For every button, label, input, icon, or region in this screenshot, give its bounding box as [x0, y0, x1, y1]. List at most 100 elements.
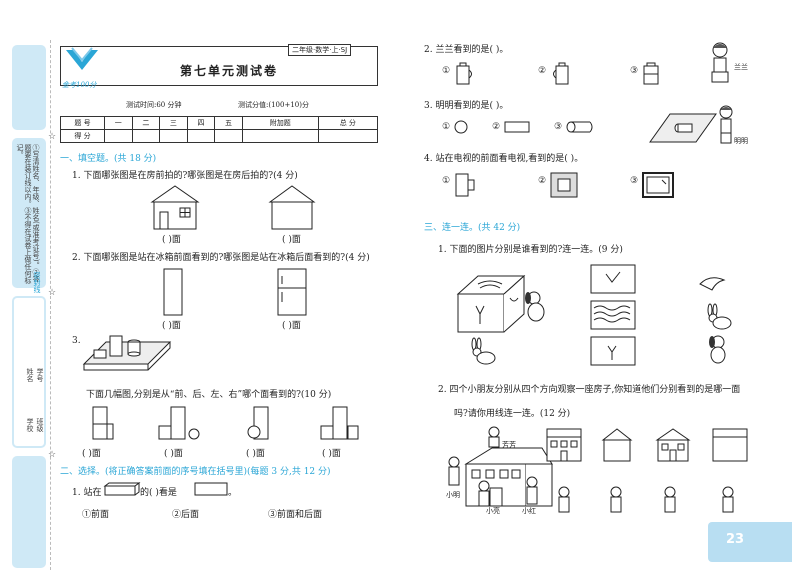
table-cell: 一	[104, 116, 133, 130]
option[interactable]: ②	[538, 66, 547, 76]
child-figure	[664, 486, 676, 513]
option[interactable]: ③	[630, 66, 639, 76]
view-figure-2	[158, 406, 200, 440]
child-figure	[448, 456, 460, 486]
child-name: 小亮	[486, 507, 500, 515]
answer-blank[interactable]: ( )面	[322, 449, 341, 459]
option[interactable]: ①	[442, 122, 451, 132]
header-box	[60, 46, 378, 86]
answer-blank[interactable]: ( )面	[164, 449, 183, 459]
page-number-tab: 23	[708, 522, 792, 562]
score-input[interactable]	[131, 129, 161, 143]
table-cell: 四	[186, 116, 216, 130]
question-text: 3. 明明看到的是( )。	[424, 101, 509, 111]
score-input[interactable]	[186, 129, 216, 143]
answer-blank[interactable]: ( )面	[162, 321, 181, 331]
child-name: 小红	[522, 507, 536, 515]
question-text: 2. 兰兰看到的是( )。	[424, 45, 509, 55]
fridge-back-figure	[163, 268, 183, 316]
rectangle-figure	[504, 121, 530, 133]
question-number: 3.	[72, 336, 81, 346]
child-figure	[558, 486, 570, 513]
girl-lanlan-figure	[711, 42, 729, 83]
binding-strip-top	[12, 45, 46, 130]
option[interactable]: ③	[554, 122, 563, 132]
view-flower-card	[590, 336, 636, 366]
tv-side-figure	[455, 173, 475, 197]
page-number: 23	[726, 532, 745, 547]
child-figure	[526, 476, 538, 505]
answer-blank[interactable]: ( )面	[162, 235, 181, 245]
option[interactable]: ②	[492, 122, 501, 132]
field-label: 姓名	[26, 368, 34, 382]
option[interactable]: ①前面	[82, 510, 110, 520]
score-input[interactable]	[214, 129, 243, 143]
test-score: 测试分值:(100+10)分	[238, 101, 309, 109]
answer-blank[interactable]: ( )面	[82, 449, 101, 459]
star-icon: ☆	[48, 132, 57, 142]
rect-answer-figure	[194, 482, 228, 496]
table-cell: 得 分	[60, 129, 105, 143]
cylinder-figure	[566, 121, 593, 133]
section-title: 一、填空题。(共 18 分)	[60, 154, 157, 164]
house-back-figure	[268, 185, 316, 230]
field-label: 学号	[36, 368, 44, 382]
table-cell: 三	[159, 116, 188, 130]
cup-figure	[553, 62, 569, 85]
score-input[interactable]	[104, 129, 133, 143]
house-view-d	[712, 428, 748, 462]
table-with-cylinder-figure	[649, 113, 717, 143]
view-figure-4	[320, 406, 359, 440]
house-view-c	[655, 428, 691, 462]
bird-icon	[699, 277, 726, 291]
test-time: 测试时间:60 分钟	[126, 101, 182, 109]
view-top-card	[590, 264, 636, 294]
child-name: 小明	[446, 491, 460, 499]
child-figure	[722, 486, 734, 513]
field-label: 班级	[36, 418, 44, 432]
option[interactable]: ①	[442, 176, 451, 186]
star-icon: ☆	[48, 288, 57, 298]
view-figure-3	[247, 406, 269, 440]
option[interactable]: ②	[538, 176, 547, 186]
cup-figure	[456, 62, 472, 85]
tv-back-figure	[550, 172, 578, 198]
question-text: 吗?请你用线连一连。(12 分)	[454, 409, 571, 419]
answer-blank[interactable]: ( )面	[282, 321, 301, 331]
circle-figure	[454, 120, 468, 134]
binding-strip-bottom	[12, 456, 46, 568]
table-cell: 二	[131, 116, 161, 130]
score-input[interactable]	[317, 129, 379, 143]
question-text: 下面几幅图,分别是从“前、后、左、右”哪个面看到的?(10 分)	[86, 390, 332, 400]
house-view-b	[601, 428, 633, 462]
seal-line	[50, 40, 51, 570]
dog-icon	[525, 291, 545, 322]
answer-blank[interactable]: ( )面	[282, 235, 301, 245]
cup-figure	[643, 62, 659, 85]
score-table: 题 号 一 二 三 四 五 附加题 总 分 得 分	[60, 116, 379, 143]
question-text: 1. 站在	[72, 488, 102, 498]
child-figure	[610, 486, 622, 513]
logo-icon	[66, 47, 98, 70]
score-input[interactable]	[241, 129, 319, 143]
option[interactable]: ①	[442, 66, 451, 76]
grade-tag: 二年级·数学·上·SJ	[288, 44, 352, 56]
name-label: 兰兰	[734, 63, 748, 71]
view-figure-1	[92, 406, 114, 440]
question-text: 4. 站在电视的前面看电视,看到的是( )。	[424, 154, 584, 164]
answer-blank[interactable]: ( )面	[246, 449, 265, 459]
name-label: 明明	[734, 137, 748, 145]
score-input[interactable]	[159, 129, 188, 143]
binding-fields-panel: 姓名 学号 学校 班级	[12, 296, 46, 448]
option[interactable]: ③前面和后面	[268, 510, 323, 520]
page-title: 第七单元测试卷	[180, 64, 279, 78]
option[interactable]: ②后面	[172, 510, 200, 520]
section-title: 三、连一连。(共 42 分)	[424, 223, 521, 233]
box-figure	[103, 482, 141, 496]
view-wave-card	[590, 300, 636, 330]
binding-notice: ①写清姓名、年级、姓名(或准考证号)。②答题要在装订线以内。③不得在试卷上做任何…	[16, 144, 40, 284]
table-cell: 五	[214, 116, 243, 130]
rabbit-icon	[471, 337, 496, 365]
question-text: 2. 四个小朋友分别从四个方向观察一座房子,你知道他们分别看到的是哪一面	[438, 385, 741, 395]
option[interactable]: ③	[630, 176, 639, 186]
